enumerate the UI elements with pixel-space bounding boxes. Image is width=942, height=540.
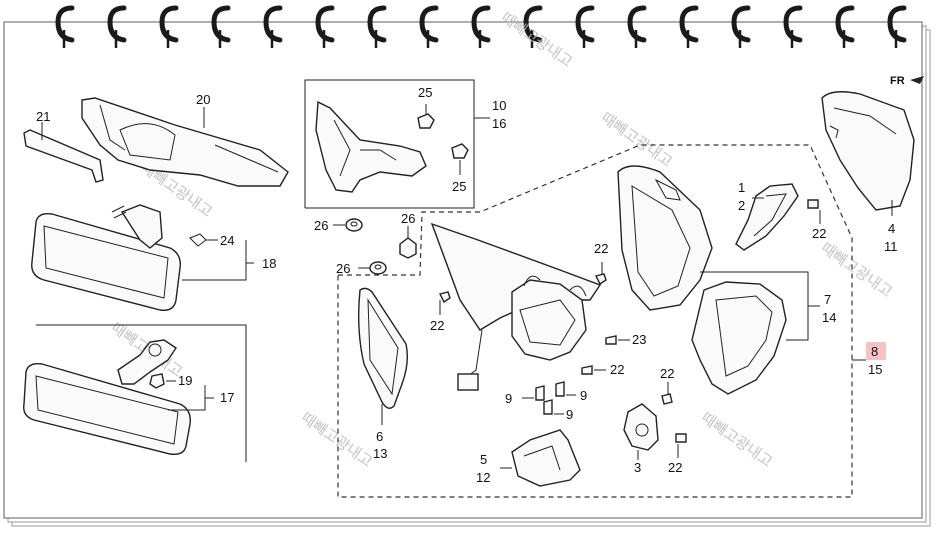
callout-25: 25: [452, 179, 466, 194]
binding-ring: [887, 5, 907, 48]
assembly-outline: [337, 144, 853, 498]
callout-8: 8: [871, 344, 878, 359]
callout-9: 9: [566, 407, 573, 422]
callout-1: 1: [738, 180, 745, 195]
callout-9: 9: [505, 391, 512, 406]
callout-22: 22: [668, 460, 682, 475]
binding-ring: [211, 5, 231, 48]
binding-ring: [315, 5, 335, 48]
binding-ring: [523, 5, 543, 48]
callout-22: 22: [812, 226, 826, 241]
binding-ring: [419, 5, 439, 48]
callout-22: 22: [430, 318, 444, 333]
binding-ring: [367, 5, 387, 48]
callout-22: 22: [594, 241, 608, 256]
part-6-13-mirror-glass: [357, 287, 409, 425]
callout-24: 24: [220, 233, 234, 248]
callout-26: 26: [401, 211, 415, 226]
part-20-mount-cover: [81, 97, 289, 187]
mirror-actuator-base: [430, 222, 602, 391]
part-5-12-lower-cover: [500, 429, 581, 487]
callout-2: 2: [738, 198, 745, 213]
callout-22: 22: [610, 362, 624, 377]
part-4-11-skull-cap: [821, 91, 915, 216]
callout-26: 26: [314, 218, 328, 233]
front-marker-label: FR: [890, 75, 905, 87]
mirror-housing-upper: [617, 165, 713, 311]
callout-12: 12: [476, 470, 490, 485]
binding-ring: [471, 5, 491, 48]
binding-ring: [783, 5, 803, 48]
callout-18: 18: [262, 256, 276, 271]
part-7-14-housing-cover: [691, 271, 820, 395]
callout-11: 11: [884, 239, 898, 254]
callout-26: 26: [336, 261, 350, 276]
callout-9: 9: [580, 388, 587, 403]
callout-21: 21: [36, 109, 50, 124]
callout-6: 6: [376, 429, 383, 444]
callout-20: 20: [196, 92, 210, 107]
screw-set: [438, 199, 821, 458]
callout-16: 16: [492, 116, 506, 131]
callout-25: 25: [418, 85, 432, 100]
part-3-motor: [623, 403, 659, 460]
binding-ring: [107, 5, 127, 48]
callout-10: 10: [492, 98, 506, 113]
part-21-strip: [23, 122, 104, 183]
binding-ring: [575, 5, 595, 48]
binding-ring: [835, 5, 855, 48]
binding-ring: [627, 5, 647, 48]
highlight-box: [866, 342, 886, 360]
callout-22: 22: [660, 366, 674, 381]
binding-ring: [679, 5, 699, 48]
callout-5: 5: [480, 452, 487, 467]
front-marker: FR: [890, 75, 924, 87]
binding-ring: [731, 5, 751, 48]
part-18-inside-mirror: [31, 204, 254, 311]
callout-15: 15: [868, 362, 882, 377]
binding-ring: [55, 5, 75, 48]
callout-23: 23: [632, 332, 646, 347]
binding-ring: [263, 5, 283, 48]
callout-7: 7: [824, 292, 831, 307]
callout-17: 17: [220, 390, 234, 405]
part-17-inside-mirror-alt: [23, 324, 247, 462]
part-26-washers: [333, 218, 417, 275]
callout-14: 14: [822, 310, 836, 325]
binding-ring: [159, 5, 179, 48]
leader-8-15: [852, 342, 886, 361]
binding-rings: [55, 5, 907, 48]
callout-labels: 21 20 25 10 16 25 26 26 26 24 18 19 17 6…: [36, 85, 898, 485]
callout-13: 13: [373, 446, 387, 461]
callout-3: 3: [634, 460, 641, 475]
callout-19: 19: [178, 373, 192, 388]
part-10-16-bracket-box: [304, 79, 490, 209]
callout-4: 4: [888, 221, 895, 236]
part-1-2-turn-signal: [735, 183, 799, 251]
